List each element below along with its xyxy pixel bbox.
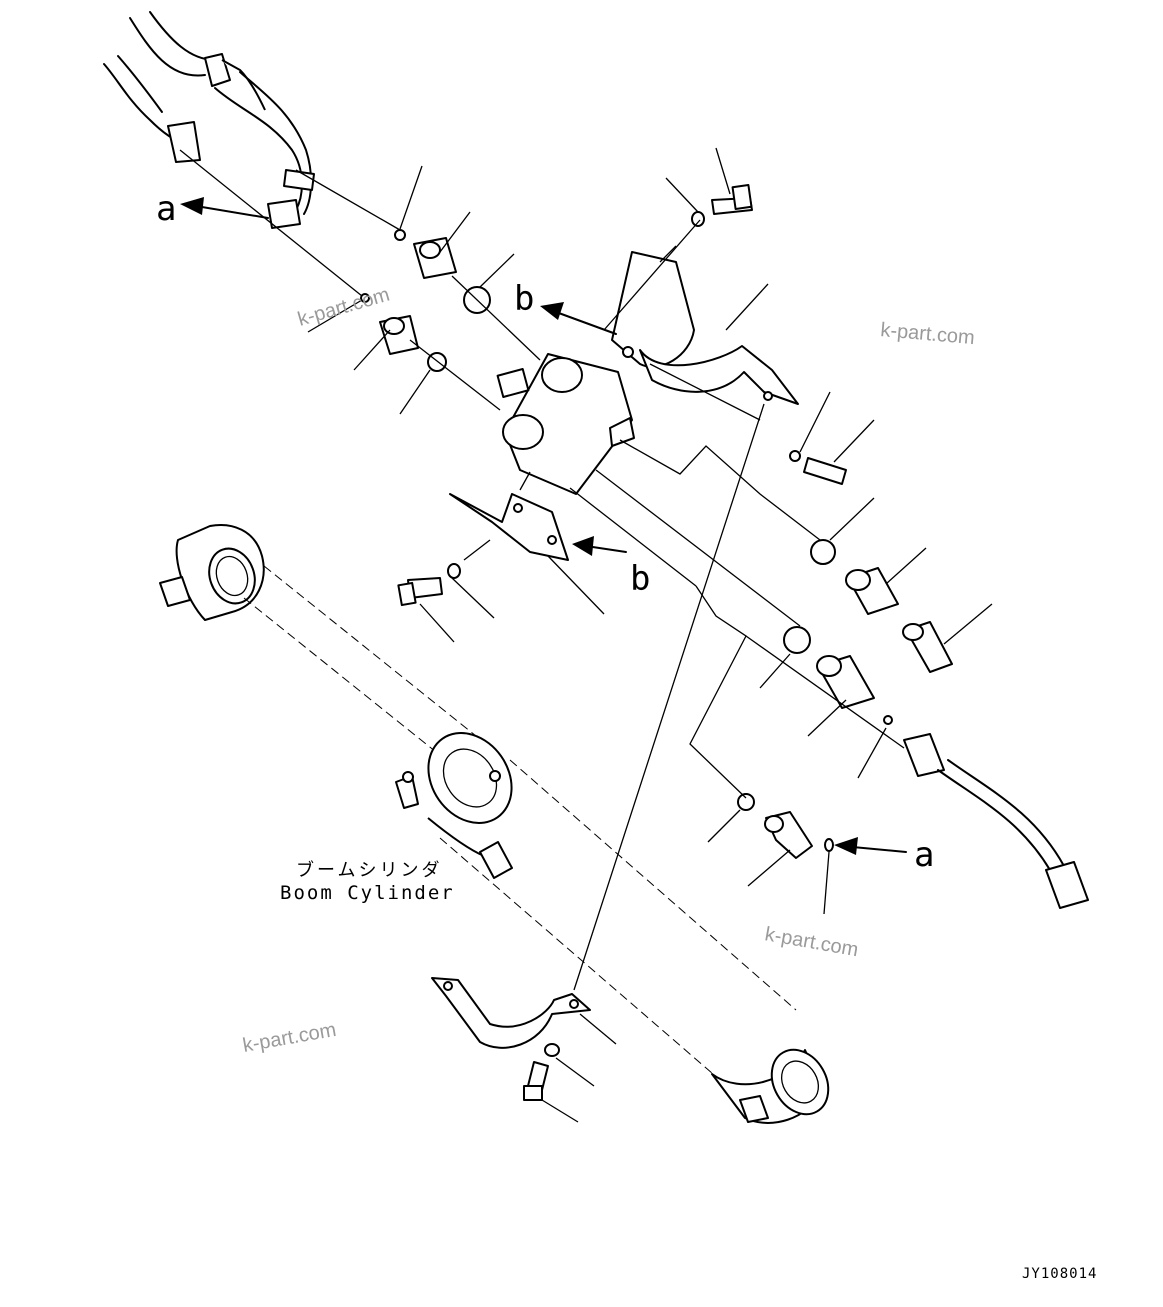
arrow-head-b-upper [540,302,564,320]
leader-lines [179,147,993,1123]
lower-hose-assembly [903,733,1089,909]
safety-valve-block [496,353,635,495]
callout-a-upper: a [156,189,176,229]
callout-b-lower: b [630,559,650,599]
watermark-2: k-part.com [880,319,976,349]
upper-hose-assembly [103,11,315,229]
fittings-and-fasteners [360,183,953,1101]
boom-cylinder [159,524,830,1124]
arrow-head-b-lower [572,536,594,556]
reference-arrows [180,197,907,855]
lower-valve-bracket [449,493,569,561]
component-label-english: Boom Cylinder [280,882,455,904]
arrow-head-a-lower [834,837,858,855]
component-label-japanese: ブームシリンダ [296,859,442,881]
callout-b-upper: b [514,279,534,319]
watermark-1: k-part.com [295,284,392,331]
watermark-3: k-part.com [763,923,860,961]
bottom-clamp-bracket [431,977,591,1049]
arrow-head-a-upper [180,197,204,215]
watermark-4: k-part.com [241,1019,338,1057]
drawing-code: JY108014 [1022,1266,1097,1282]
callout-a-lower: a [914,835,934,875]
upper-clamp-bracket [611,251,799,405]
